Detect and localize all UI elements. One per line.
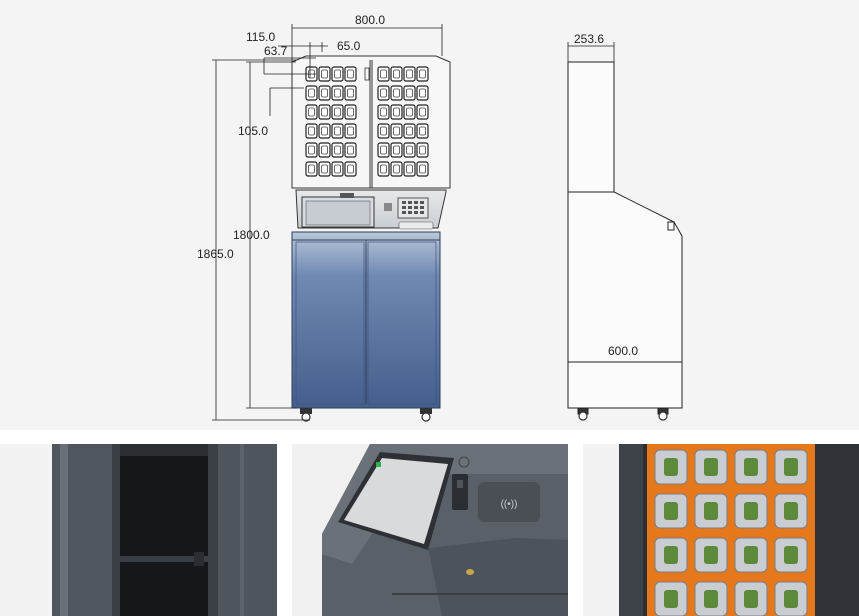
photo-control-panel: ((•)) <box>292 444 568 616</box>
technical-drawing: 800.0 115.0 63.7 65.0 105.0 1800.0 1865.… <box>0 0 859 430</box>
front-view <box>291 55 451 422</box>
drawing-lines <box>212 24 683 422</box>
photo-cabinet-door <box>0 444 277 616</box>
dim-width-total: 800.0 <box>355 13 386 27</box>
dim-height-body: 1800.0 <box>233 228 270 242</box>
locker-cells-left <box>305 66 357 177</box>
dim-height-total: 1865.0 <box>197 247 234 261</box>
side-view <box>567 61 683 421</box>
dim-cell-height: 105.0 <box>238 124 269 138</box>
svg-text:((•)): ((•)) <box>501 499 518 510</box>
photo-charging-lockers <box>583 444 859 616</box>
dim-base-depth: 600.0 <box>608 344 639 358</box>
dim-top-offset: 115.0 <box>246 30 276 44</box>
locker-cells-right <box>377 66 429 177</box>
dim-cell-width: 63.7 <box>264 44 288 58</box>
socket-grid <box>654 449 808 616</box>
front-dimension-lines <box>212 24 443 421</box>
dim-cell-gap: 65.0 <box>337 39 361 53</box>
dim-top-depth: 253.6 <box>574 32 605 46</box>
side-dimension-lines <box>567 42 615 62</box>
